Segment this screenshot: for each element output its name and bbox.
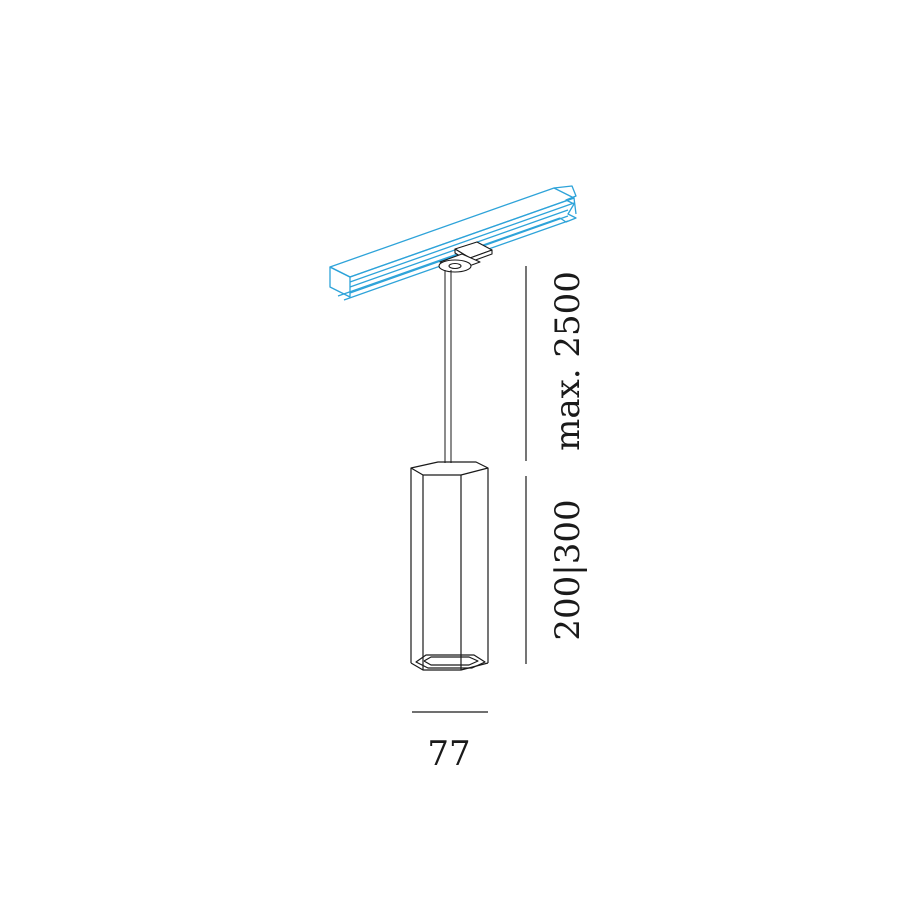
track-rail — [329, 185, 577, 301]
dimension-lines — [412, 266, 527, 713]
track-front-line-1 — [349, 197, 575, 278]
track-bottom-line-2 — [337, 217, 561, 297]
suspension-cable — [444, 270, 452, 463]
adapter-canopy-inner — [448, 262, 462, 270]
dim-label-body-width: 77 — [427, 734, 470, 774]
pendant-top-face — [410, 461, 489, 476]
dim-label-suspension: max. 2500 — [548, 271, 588, 451]
track-front-face — [329, 266, 351, 298]
pendant-body — [410, 461, 489, 671]
pendant-inner-lens — [423, 656, 479, 666]
dim-label-body-height: 200|300 — [548, 499, 588, 640]
track-front-line-2 — [349, 202, 575, 283]
track-end-profile — [553, 185, 577, 223]
pendant-bottom-opening — [415, 654, 486, 669]
track-adapter — [438, 241, 493, 273]
track-end-edge — [573, 197, 577, 215]
